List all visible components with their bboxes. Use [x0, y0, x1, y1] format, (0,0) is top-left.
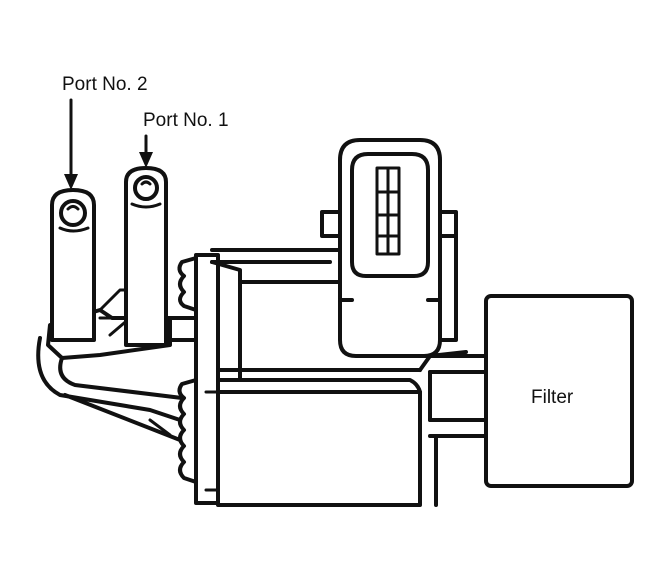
lower-body — [204, 350, 468, 507]
mounting-bracket — [36, 288, 184, 442]
port-1-arrow — [139, 134, 153, 168]
port-1-tube — [124, 166, 168, 347]
port-2-label: Port No. 2 — [62, 74, 148, 95]
upper-housing — [210, 210, 458, 382]
electrical-connector — [338, 138, 442, 358]
crimp-flange — [177, 253, 220, 505]
port-2-tube — [50, 188, 96, 342]
filter-coupling — [418, 354, 488, 507]
filter-label: Filter — [531, 387, 574, 408]
port-1-label: Port No. 1 — [143, 110, 229, 131]
port-2-arrow — [64, 98, 78, 190]
filter-box: Filter — [484, 294, 634, 488]
